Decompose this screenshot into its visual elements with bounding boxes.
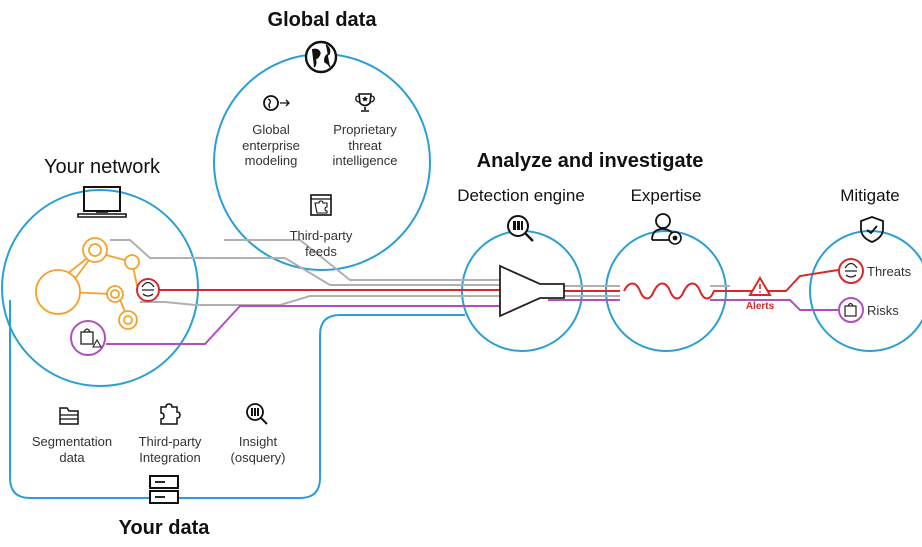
- globe-icon: [304, 40, 338, 74]
- network-graph: [35, 237, 140, 330]
- risks-label: Risks: [867, 303, 899, 318]
- laptop-icon: [77, 186, 127, 218]
- globe-network-icon: [263, 95, 290, 111]
- alert-icon: [748, 276, 772, 296]
- folder-icon: [59, 407, 79, 425]
- alerts-label: Alerts: [745, 301, 775, 312]
- risk-node-icon: [70, 320, 106, 356]
- your-data-title: Your data: [118, 517, 210, 539]
- network-circle: [1, 189, 199, 387]
- expert-person-icon: [651, 213, 682, 245]
- threat-intelligence-label: Proprietary threat intelligence: [332, 122, 398, 169]
- risk-flow: [106, 299, 838, 345]
- shield-icon: [860, 216, 884, 243]
- server-icon: [149, 475, 179, 504]
- osquery-icon: [246, 403, 268, 425]
- threat-node-icon: [136, 278, 160, 302]
- magnifier-icon: [507, 215, 534, 242]
- insight-osquery-label: Insight (osquery): [230, 434, 286, 465]
- detection-funnel-icon: [499, 264, 565, 318]
- your-network-title: Your network: [44, 156, 160, 178]
- mitigate-threat-icon: [838, 258, 864, 284]
- mitigate-label: Mitigate: [840, 186, 900, 205]
- third-party-feeds-label: Third-party feeds: [289, 228, 353, 259]
- your-data-container: [9, 300, 465, 499]
- global-data-title: Global data: [267, 9, 377, 31]
- analyze-investigate-title: Analyze and investigate: [476, 150, 704, 172]
- third-party-integration-label: Third-party Integration: [138, 434, 202, 465]
- puzzle-icon: [160, 403, 181, 425]
- segmentation-data-label: Segmentation data: [31, 434, 113, 465]
- gray-data-flows: [110, 239, 730, 306]
- detection-engine-label: Detection engine: [457, 186, 585, 205]
- mitigate-risk-icon: [838, 297, 864, 323]
- puzzle-window-icon: [310, 194, 332, 216]
- trophy-icon: [355, 93, 375, 112]
- expertise-label: Expertise: [630, 186, 702, 205]
- global-enterprise-modeling-label: Global enterprise modeling: [242, 122, 300, 169]
- threats-label: Threats: [867, 264, 912, 279]
- mitigate-circle: [809, 230, 922, 352]
